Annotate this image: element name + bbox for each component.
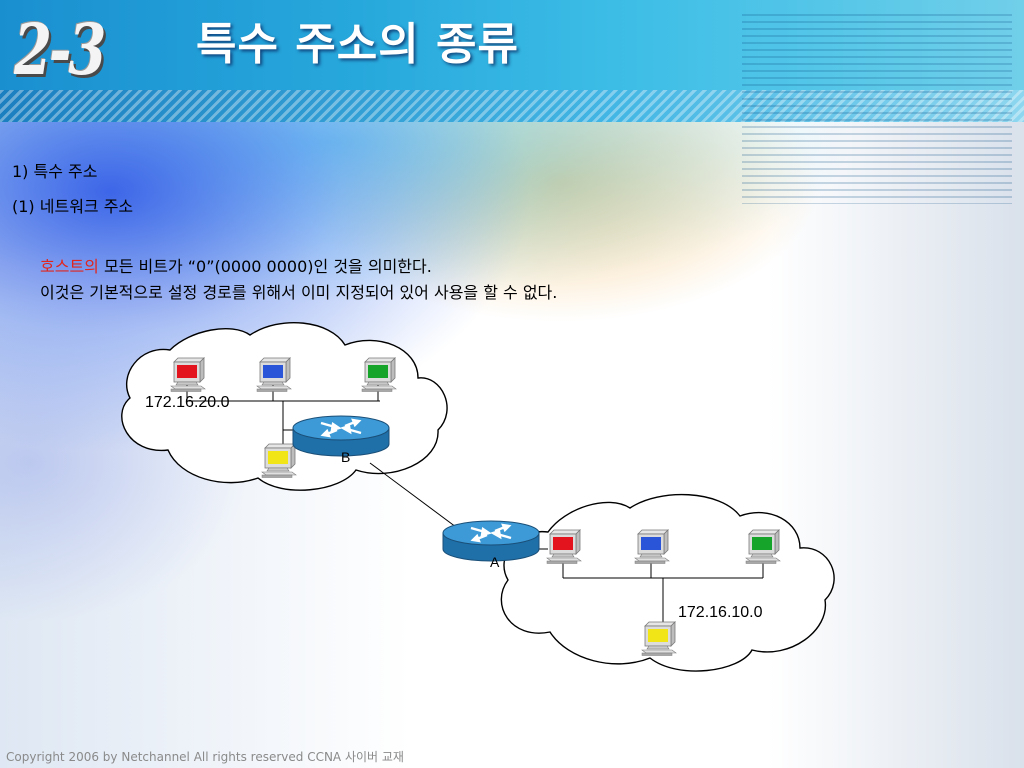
pc-icon-blue-b <box>256 357 292 392</box>
pc-icon-red-b <box>170 357 206 392</box>
pc-icon-blue-a <box>634 529 670 564</box>
pc-icon-red-a <box>546 529 582 564</box>
page-title: 특수 주소의 종류 <box>196 19 519 70</box>
copyright-footer: Copyright 2006 by Netchannel All rights … <box>6 750 404 764</box>
description-line-2: 이것은 기본적으로 설정 경로를 위해서 이미 지정되어 있어 사용을 할 수 … <box>40 283 558 302</box>
description-line-1-rest: 모든 비트가 “0”(0000 0000)인 것을 의미한다. <box>98 257 432 276</box>
decorative-code-texture <box>742 14 1012 204</box>
pc-icon-green-b <box>361 357 397 392</box>
network-b-address: 172.16.20.0 <box>145 394 230 411</box>
pc-icon-yellow-b <box>261 443 297 478</box>
pc-icon-green-a <box>745 529 781 564</box>
description-line-1: 호스트의 모든 비트가 “0”(0000 0000)인 것을 의미한다. <box>40 253 432 277</box>
header-stripe <box>0 90 1024 122</box>
router-b-label: B <box>341 449 350 465</box>
network-a-address: 172.16.10.0 <box>678 604 763 621</box>
router-a-label: A <box>490 554 500 570</box>
chapter-logo: 2-3 <box>14 8 106 91</box>
pc-icon-yellow-a <box>641 621 677 656</box>
section-heading: 1) 특수 주소 <box>12 162 98 181</box>
highlight-text: 호스트의 <box>40 257 99 276</box>
subsection-heading: (1) 네트워크 주소 <box>12 197 134 216</box>
wan-link <box>369 462 461 531</box>
